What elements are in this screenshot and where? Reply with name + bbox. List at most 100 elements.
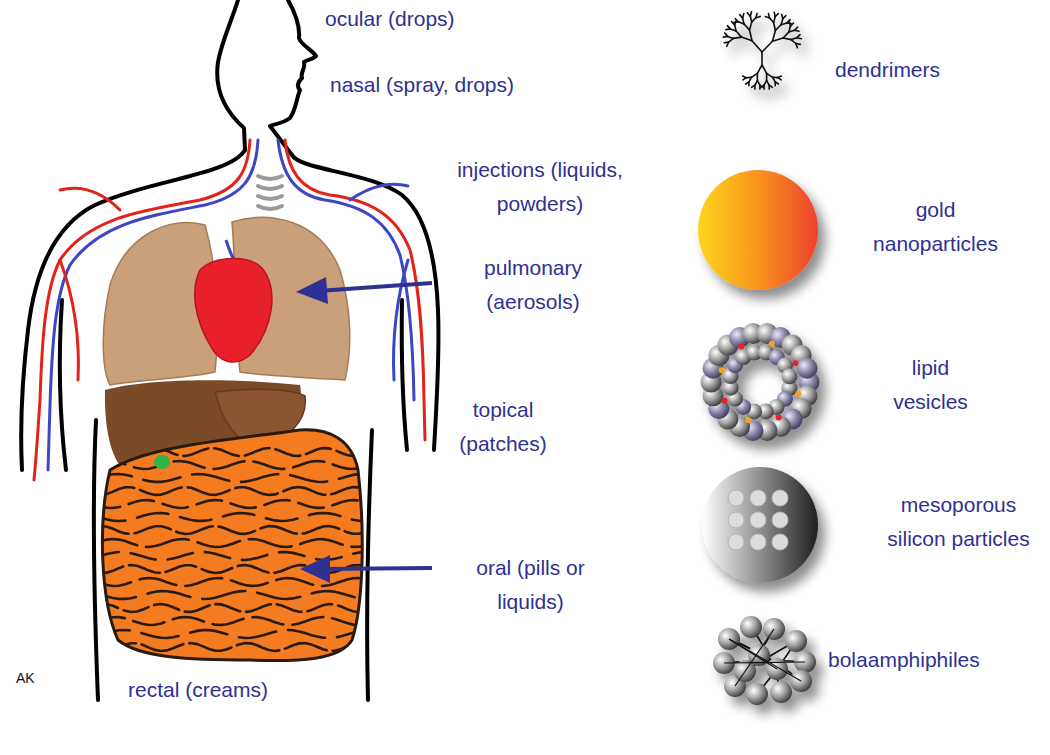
dendrimer-branch xyxy=(743,18,744,24)
pore xyxy=(750,512,766,528)
dendrimer-branch xyxy=(783,38,791,40)
pulmonary-arrow-head xyxy=(296,277,328,304)
intestine-fold xyxy=(95,617,365,625)
carrier-label: gold nanoparticles xyxy=(868,193,1003,261)
dendrimer-branch xyxy=(728,36,734,38)
dendrimer-icon xyxy=(723,12,801,89)
dendrimer-branch xyxy=(775,14,778,17)
torso-right xyxy=(367,430,372,700)
dendrimer-branch xyxy=(795,29,799,32)
route-label: topical (patches) xyxy=(443,393,563,461)
carrier-label: mesoporous silicon particles xyxy=(871,488,1046,556)
dendrimer-branch xyxy=(724,41,728,43)
carrier-label: bolaamphiphiles xyxy=(828,643,980,677)
dendrimer-branch xyxy=(766,73,768,80)
mesoporous-sphere xyxy=(702,467,818,583)
lipid-dot xyxy=(722,398,728,404)
dendrimer-branch xyxy=(752,41,762,52)
dendrimer-branch xyxy=(797,37,801,40)
dendrimer-branch xyxy=(750,30,753,41)
illustration-part xyxy=(258,196,282,199)
lipid-vesicle-icon xyxy=(701,323,820,441)
dendrimer-branch xyxy=(773,31,776,42)
bola-chain xyxy=(729,639,801,681)
dendrimer-branch xyxy=(757,65,762,73)
intestine-fold xyxy=(95,487,365,495)
route-label: ocular (drops) xyxy=(325,2,455,36)
body-outline xyxy=(21,0,438,700)
illustration-part xyxy=(258,206,282,209)
intestine-fold xyxy=(95,604,365,612)
dendrimer-branch xyxy=(725,33,728,36)
artist-signature: AK xyxy=(16,668,35,688)
pore xyxy=(772,512,788,528)
lipid-head xyxy=(797,358,818,379)
head-outline xyxy=(217,0,245,150)
lipid-dot xyxy=(776,414,782,420)
pore xyxy=(750,490,766,506)
dendrimer-branch xyxy=(744,24,750,30)
pore xyxy=(750,534,766,550)
bola-head xyxy=(746,683,768,705)
oral-arrow-shaft xyxy=(322,568,432,569)
dendrimer-branch xyxy=(773,38,784,41)
mesoporous-particle-icon xyxy=(702,467,818,583)
bola-chain xyxy=(735,629,774,686)
dendrimer-branch xyxy=(796,44,798,48)
lipid-dot xyxy=(792,360,798,366)
dendrimer-branch xyxy=(769,14,770,18)
intestine-fold xyxy=(95,643,365,651)
dendrimer-branch xyxy=(778,78,781,80)
dendrimer-branch xyxy=(742,37,753,41)
pore xyxy=(728,490,744,506)
trachea xyxy=(258,176,282,209)
intestine-fold xyxy=(95,474,365,482)
lipid-dot xyxy=(745,417,751,423)
lipid-dot xyxy=(795,391,801,397)
oral-arrow-head xyxy=(300,555,330,583)
heart xyxy=(195,258,272,362)
dendrimer-branch xyxy=(759,85,761,89)
bolaamphiphile-icon xyxy=(713,616,816,705)
dendrimer-branch xyxy=(774,23,776,31)
route-label: oral (pills or liquids) xyxy=(443,551,618,619)
dendrimer-branch xyxy=(774,17,776,23)
dendrimer-branch xyxy=(743,14,744,18)
illustration-part xyxy=(60,260,78,380)
lipid-dot xyxy=(719,367,725,373)
intestine-fold xyxy=(95,526,365,534)
dendrimer-branch xyxy=(736,31,741,37)
carrier-label: dendrimers xyxy=(835,53,940,87)
bola-chain xyxy=(735,629,774,686)
dendrimer-branch xyxy=(791,40,796,44)
pulmonary-arrow-shaft xyxy=(318,283,432,291)
lipid-dot xyxy=(738,344,744,350)
intestine-fold xyxy=(95,448,365,456)
intestine-fold xyxy=(95,539,365,547)
intestine-folds xyxy=(95,448,365,651)
dendrimer-branch xyxy=(762,65,767,73)
dendrimer-branch xyxy=(735,25,736,31)
dendrimer-branch xyxy=(781,23,787,25)
intestine-fold xyxy=(95,591,365,599)
dendrimer-branch xyxy=(762,41,773,52)
route-label: nasal (spray, drops) xyxy=(330,68,514,102)
lipid-dot xyxy=(769,341,775,347)
intestine-fold xyxy=(95,500,365,508)
dendrimer-branch xyxy=(761,52,763,65)
illustration-part xyxy=(350,184,408,200)
route-arrows xyxy=(296,277,432,583)
dendrimer-branch xyxy=(783,16,786,19)
bola-head xyxy=(740,616,762,638)
route-label: injections (liquids, powders) xyxy=(440,153,640,221)
dendrimer-branch xyxy=(735,19,738,22)
pore xyxy=(728,534,744,550)
gallbladder xyxy=(154,455,170,469)
pore xyxy=(772,534,788,550)
dendrimer-branch xyxy=(752,18,756,22)
bola-chain xyxy=(729,639,777,669)
illustration-part xyxy=(258,186,282,189)
torso-left xyxy=(94,420,98,700)
